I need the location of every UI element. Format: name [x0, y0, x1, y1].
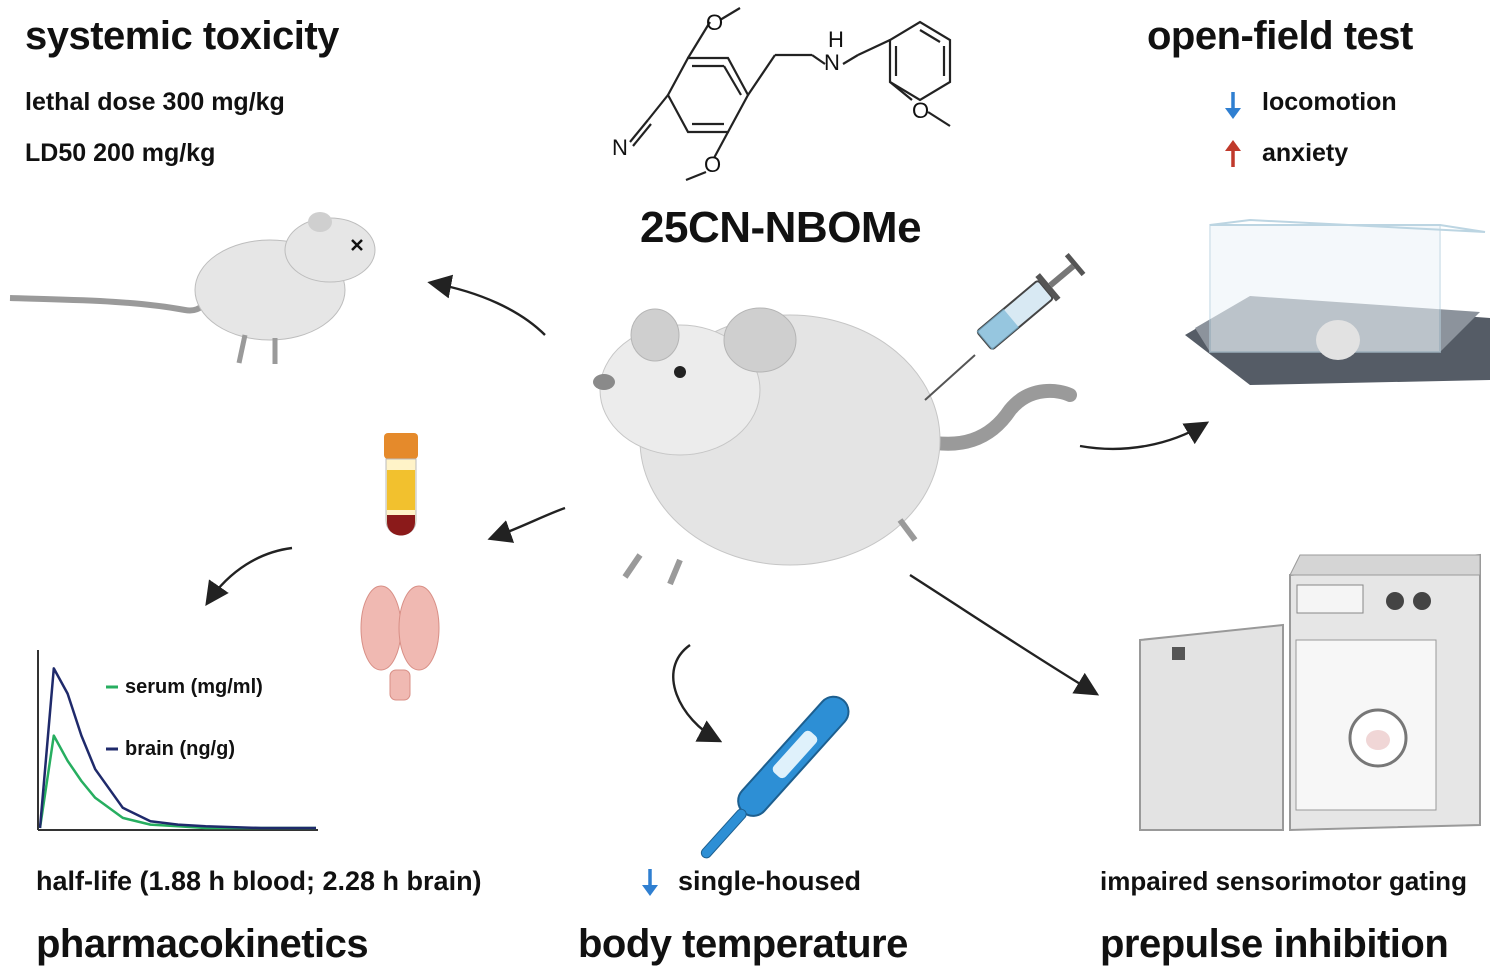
pk-chart: serum (mg/ml) brain (ng/g) [37, 650, 318, 831]
anxiety-label: anxiety [1262, 139, 1349, 167]
pk-legend-label-1: brain (ng/g) [125, 738, 235, 760]
pk-series-line-1 [38, 667, 316, 830]
rat-icon [593, 307, 1077, 586]
arrow-down-icon [1225, 92, 1241, 119]
thermometer-icon [700, 695, 850, 859]
ld50-line: LD50 200 mg/kg [25, 139, 216, 167]
dead-mouse-icon [9, 212, 376, 364]
structure-label-h: H [828, 27, 844, 52]
pharmacokinetics-title: pharmacokinetics [36, 922, 369, 966]
startle-chamber-icon [1139, 553, 1481, 832]
single-housed-note: single-housed [678, 866, 862, 896]
open-field-box-icon [1185, 218, 1490, 385]
syringe-icon [924, 252, 1086, 401]
lethal-dose-line: lethal dose 300 mg/kg [25, 88, 285, 116]
pk-legend-label-0: serum (mg/ml) [125, 676, 263, 698]
systemic-toxicity-title: systemic toxicity [25, 14, 339, 58]
compound-name: 25CN-NBOMe [640, 203, 922, 252]
blood-tube-icon [384, 433, 418, 536]
structure-label-o-bottom: O [704, 152, 721, 177]
body-temperature-title: body temperature [578, 922, 908, 966]
structure-label-o-right: O [912, 98, 929, 123]
sensorimotor-gating-note: impaired sensorimotor gating [1100, 866, 1467, 896]
half-life-note: half-life (1.88 h blood; 2.28 h brain) [36, 866, 482, 896]
brain-icon [360, 585, 440, 701]
flow-arrows [205, 274, 1210, 743]
structure-label-n-amine: N [824, 50, 840, 75]
structure-label-o-top: O [706, 10, 723, 35]
open-field-title: open-field test [1147, 14, 1413, 58]
prepulse-inhibition-title: prepulse inhibition [1100, 922, 1449, 966]
chemical-structure [629, 7, 952, 182]
arrow-down-temperature-icon [642, 869, 658, 896]
arrow-up-icon [1225, 140, 1241, 167]
structure-label-n-nitrile: N [612, 135, 628, 160]
locomotion-label: locomotion [1262, 88, 1397, 116]
